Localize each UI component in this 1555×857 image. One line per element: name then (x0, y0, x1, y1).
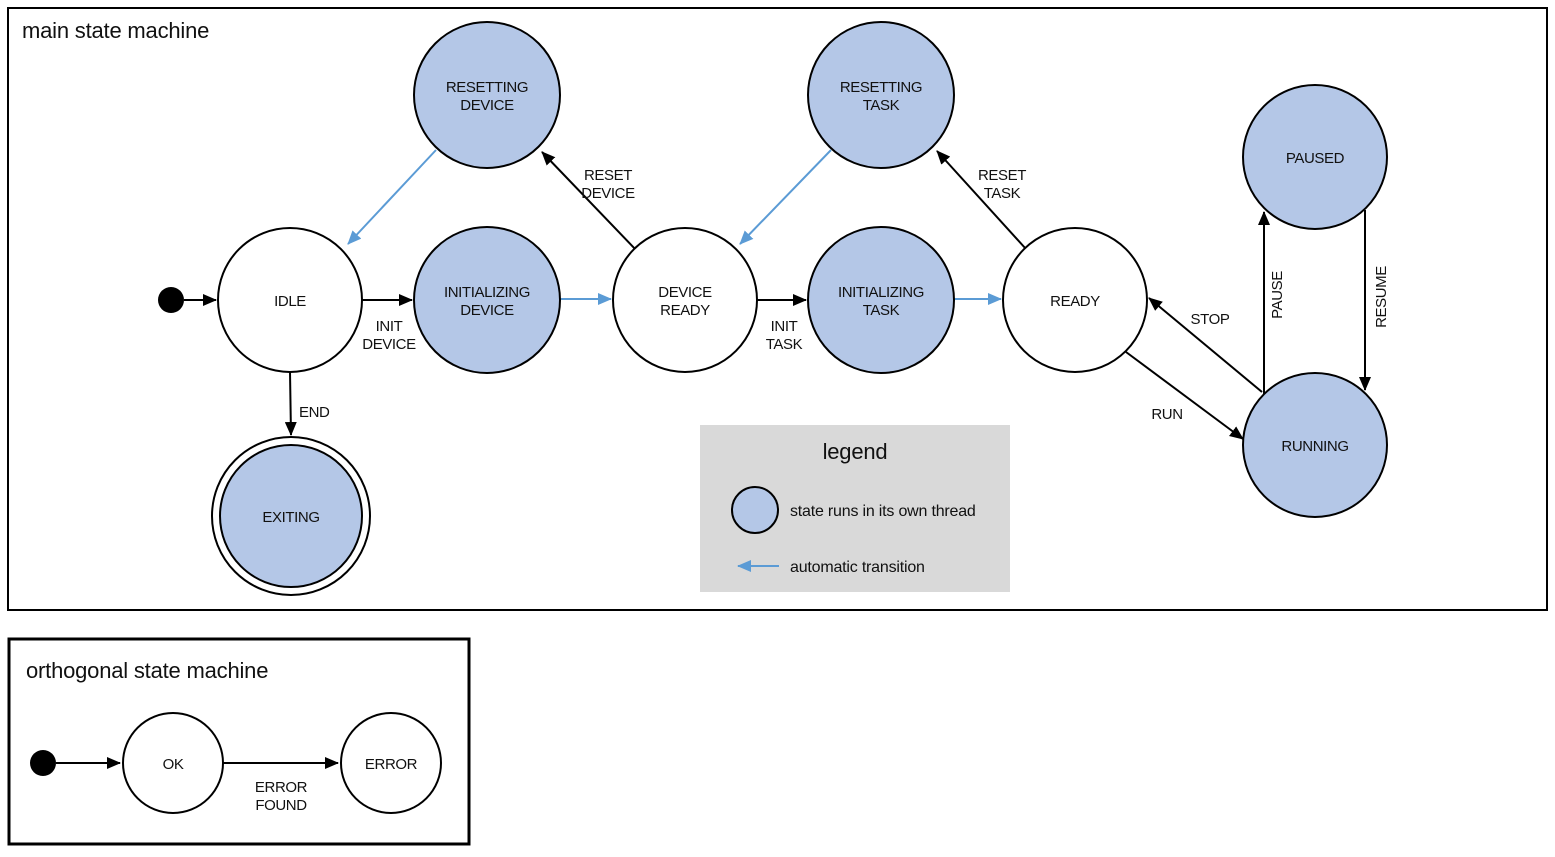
state-running (1242, 372, 1388, 518)
transition-label-run: RUN (1151, 406, 1182, 423)
legend-thread-state-sample-icon (731, 486, 779, 534)
transition-label-init-task: INIT (771, 318, 798, 335)
main-panel-title: main state machine (22, 18, 209, 43)
state-initializing-device-label-line2: DEVICE (460, 302, 514, 319)
state-initializing-device (413, 226, 561, 374)
orthogonal-initial-state-dot (30, 750, 56, 776)
transition-run-arrow (1125, 351, 1244, 440)
state-device-ready (612, 227, 758, 373)
transition-label-reset-task: RESET (978, 167, 1026, 184)
orthogonal-panel-title: orthogonal state machine (26, 658, 268, 683)
state-paused (1242, 84, 1388, 230)
state-resetting-task-label: RESETTING (840, 79, 922, 96)
transition-label-init-task-line2: TASK (766, 336, 803, 353)
state-exiting (219, 444, 363, 588)
legend-title: legend (823, 439, 888, 464)
transition-label-resume: RESUME (1373, 266, 1390, 328)
state-resetting-device (413, 21, 561, 169)
state-resetting-device-label: RESETTING (446, 79, 528, 96)
state-exiting-label: EXITING (262, 509, 319, 526)
transition-label-reset-task-line2: TASK (984, 185, 1021, 202)
transition-reset-device-arrow (541, 151, 638, 252)
transition-label-pause: PAUSE (1269, 271, 1286, 319)
auto-transition-resetting-task-to-device-ready (739, 149, 832, 245)
state-initializing-task-label-line2: TASK (863, 302, 900, 319)
legend-thread-state-label: state runs in its own thread (790, 503, 976, 520)
state-running-label: RUNNING (1281, 438, 1348, 455)
state-idle (217, 227, 363, 373)
state-resetting-task (807, 21, 955, 169)
state-ok-label: OK (163, 756, 184, 773)
transition-label-init-device: INIT (376, 318, 403, 335)
state-error-label: ERROR (365, 756, 418, 773)
auto-transition-resetting-device-to-idle (347, 149, 437, 245)
transition-stop-arrow (1148, 297, 1263, 393)
transition-label-reset-device: RESET (584, 167, 632, 184)
initial-state-dot (158, 287, 184, 313)
transition-label-reset-device-line2: DEVICE (581, 185, 635, 202)
state-ready-label: READY (1050, 293, 1100, 310)
transition-reset-task-arrow (936, 150, 1027, 250)
state-initializing-task-label: INITIALIZING (838, 284, 924, 301)
transition-label-error-found: ERROR (255, 779, 308, 796)
legend-auto-transition-label: automatic transition (790, 559, 925, 576)
state-error (340, 712, 442, 814)
state-initializing-device-label: INITIALIZING (444, 284, 530, 301)
state-resetting-task-label-line2: TASK (863, 97, 900, 114)
transition-label-init-device-line2: DEVICE (362, 336, 416, 353)
transition-end-arrow (284, 371, 297, 436)
state-device-ready-label-line2: READY (660, 302, 710, 319)
state-initializing-task (807, 226, 955, 374)
transition-label-stop: STOP (1191, 311, 1230, 328)
state-ok (122, 712, 224, 814)
transition-label-end: END (299, 404, 330, 421)
state-paused-label: PAUSED (1286, 150, 1345, 167)
state-idle-label: IDLE (274, 293, 306, 310)
state-ready (1002, 227, 1148, 373)
state-device-ready-label: DEVICE (658, 284, 712, 301)
transition-label-error-found-line2: FOUND (255, 797, 307, 814)
state-resetting-device-label-line2: DEVICE (460, 97, 514, 114)
